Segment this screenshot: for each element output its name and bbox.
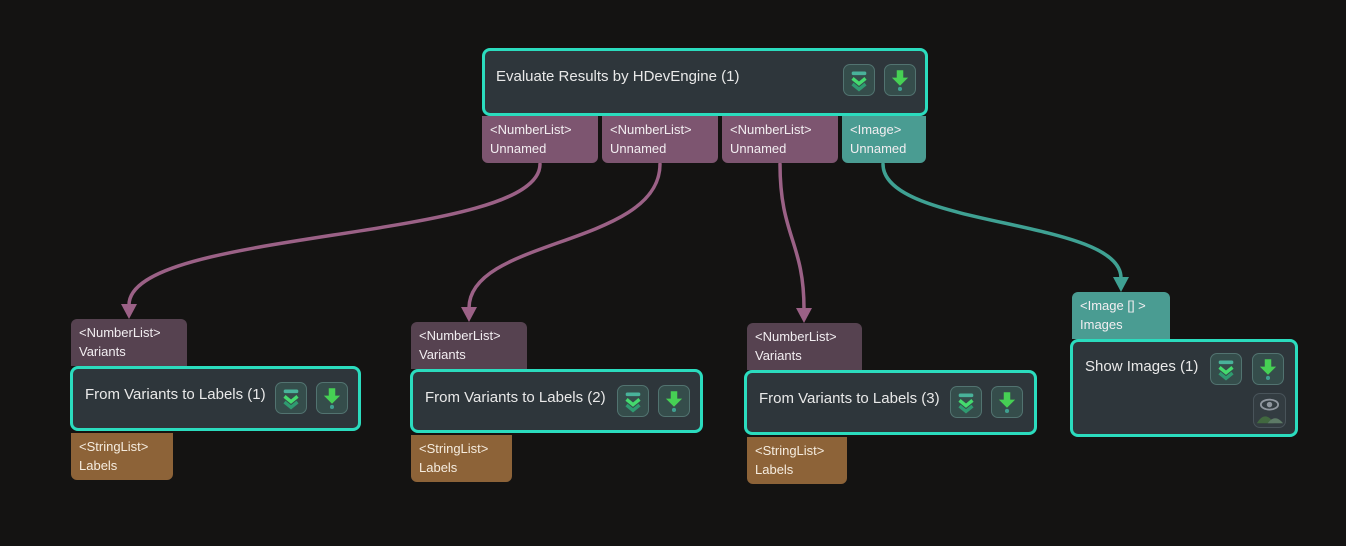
connection-numberlist-2 bbox=[461, 162, 662, 322]
port-name: Unnamed bbox=[850, 141, 907, 156]
collapse-expand-button[interactable] bbox=[843, 64, 875, 96]
input-port-variants-3[interactable]: <NumberList> Variants bbox=[747, 323, 862, 370]
input-port-variants-2[interactable]: <NumberList> Variants bbox=[411, 322, 527, 369]
connection-numberlist-1 bbox=[121, 162, 542, 319]
collapse-expand-button[interactable] bbox=[275, 382, 307, 414]
connection-numberlist-3 bbox=[778, 162, 812, 323]
port-type: <StringList> bbox=[419, 441, 489, 456]
node-title: Show Images (1) bbox=[1085, 358, 1199, 375]
output-port-numberlist-2[interactable]: <NumberList> Unnamed bbox=[602, 116, 718, 163]
port-type: <NumberList> bbox=[755, 329, 837, 344]
port-name: Variants bbox=[419, 347, 466, 362]
port-name: Labels bbox=[79, 458, 118, 473]
port-type: <Image> bbox=[850, 122, 902, 137]
port-type: <StringList> bbox=[755, 443, 825, 458]
port-type: <NumberList> bbox=[490, 122, 572, 137]
node-from-variants-2[interactable]: From Variants to Labels (2) bbox=[410, 369, 703, 433]
wire-numberlist-3[interactable] bbox=[778, 162, 806, 311]
double-chevron-down-icon bbox=[958, 393, 974, 414]
execute-until-button[interactable] bbox=[991, 386, 1023, 418]
connection-image bbox=[881, 162, 1129, 292]
execute-until-button[interactable] bbox=[884, 64, 916, 96]
execute-until-button[interactable] bbox=[658, 385, 690, 417]
output-port-numberlist-3[interactable]: <NumberList> Unnamed bbox=[722, 116, 838, 163]
port-type: <NumberList> bbox=[730, 122, 812, 137]
wire-image[interactable] bbox=[881, 162, 1123, 280]
port-type: <NumberList> bbox=[610, 122, 692, 137]
execute-until-button[interactable] bbox=[1252, 353, 1284, 385]
wire-numberlist-1[interactable] bbox=[127, 162, 542, 307]
output-port-numberlist-1[interactable]: <NumberList> Unnamed bbox=[482, 116, 598, 163]
output-port-labels-3[interactable]: <StringList> Labels bbox=[747, 437, 847, 484]
port-name: Variants bbox=[79, 344, 126, 359]
port-type: <NumberList> bbox=[79, 325, 161, 340]
node-title: From Variants to Labels (2) bbox=[425, 389, 606, 406]
arrowhead-icon bbox=[121, 304, 137, 319]
image-preview-button[interactable] bbox=[1253, 393, 1286, 428]
port-name: Unnamed bbox=[610, 141, 667, 156]
input-port-variants-1[interactable]: <NumberList> Variants bbox=[71, 319, 187, 366]
node-title: From Variants to Labels (3) bbox=[759, 390, 940, 407]
arrowhead-icon bbox=[461, 307, 477, 322]
run-arrow-down-icon bbox=[665, 391, 683, 412]
collapse-expand-button[interactable] bbox=[617, 385, 649, 417]
double-chevron-down-icon bbox=[1218, 360, 1234, 381]
output-port-image[interactable]: <Image> Unnamed bbox=[842, 116, 926, 163]
run-arrow-down-icon bbox=[1259, 359, 1277, 380]
arrowhead-icon bbox=[796, 308, 812, 323]
port-name: Unnamed bbox=[490, 141, 547, 156]
node-from-variants-3[interactable]: From Variants to Labels (3) bbox=[744, 370, 1037, 435]
port-name: Images bbox=[1080, 317, 1123, 332]
eye-image-icon bbox=[1256, 398, 1284, 424]
collapse-expand-button[interactable] bbox=[950, 386, 982, 418]
output-port-labels-2[interactable]: <StringList> Labels bbox=[411, 435, 512, 482]
wire-numberlist-2[interactable] bbox=[467, 162, 662, 310]
run-arrow-down-icon bbox=[323, 388, 341, 409]
output-port-labels-1[interactable]: <StringList> Labels bbox=[71, 433, 173, 480]
node-evaluate-results[interactable]: Evaluate Results by HDevEngine (1) bbox=[482, 48, 928, 116]
node-show-images[interactable]: Show Images (1) bbox=[1070, 339, 1298, 437]
input-port-images[interactable]: <Image [] > Images bbox=[1072, 292, 1170, 339]
execute-until-button[interactable] bbox=[316, 382, 348, 414]
port-type: <Image [] > bbox=[1080, 298, 1146, 313]
arrowhead-icon bbox=[1113, 277, 1129, 292]
port-type: <NumberList> bbox=[419, 328, 501, 343]
double-chevron-down-icon bbox=[851, 71, 867, 92]
collapse-expand-button[interactable] bbox=[1210, 353, 1242, 385]
node-title: From Variants to Labels (1) bbox=[85, 386, 266, 403]
node-from-variants-1[interactable]: From Variants to Labels (1) bbox=[70, 366, 361, 431]
port-type: <StringList> bbox=[79, 439, 149, 454]
double-chevron-down-icon bbox=[625, 392, 641, 413]
port-name: Labels bbox=[419, 460, 458, 475]
port-name: Unnamed bbox=[730, 141, 787, 156]
run-arrow-down-icon bbox=[891, 70, 909, 91]
port-name: Labels bbox=[755, 462, 794, 477]
double-chevron-down-icon bbox=[283, 389, 299, 410]
run-arrow-down-icon bbox=[998, 392, 1016, 413]
node-title: Evaluate Results by HDevEngine (1) bbox=[496, 68, 740, 85]
port-name: Variants bbox=[755, 348, 802, 363]
